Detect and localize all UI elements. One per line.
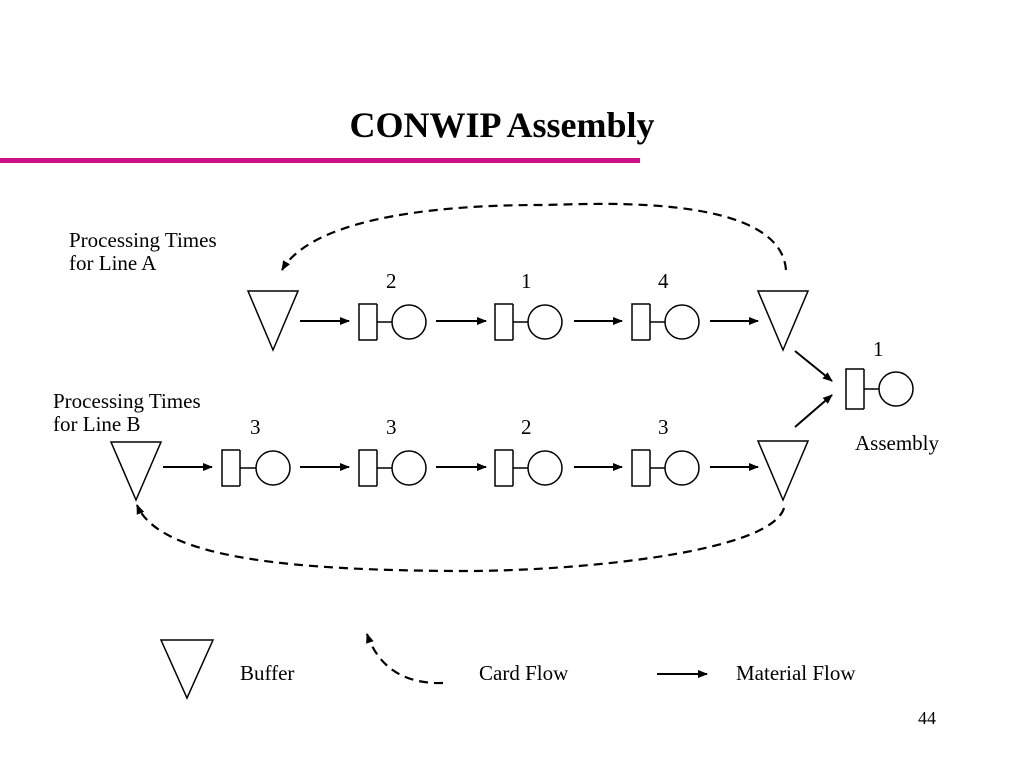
slide-title: CONWIP Assembly: [349, 105, 655, 145]
line-b-output-buffer: [756, 440, 810, 502]
line-a-to-assembly-arrow: [794, 350, 833, 382]
legend-buffer-icon: [159, 639, 215, 700]
line-b-card-flow: [135, 504, 786, 573]
line-a-output-buffer: [756, 290, 810, 352]
line-b-input-buffer: [109, 441, 163, 502]
line-b-time-2: 3: [386, 415, 397, 439]
line-a-time-1: 2: [386, 269, 397, 293]
assembly-station: [845, 368, 914, 410]
assembly-time: 1: [873, 337, 884, 361]
line-a-time-3: 4: [658, 269, 669, 293]
line-a-station-3: [631, 303, 700, 341]
line-b-time-3: 2: [521, 415, 532, 439]
line-b-station-3: [494, 449, 563, 487]
slide-number: 44: [918, 708, 936, 728]
line-b-time-4: 3: [658, 415, 669, 439]
line-a-station-2: [494, 303, 563, 341]
assembly-label: Assembly: [855, 431, 940, 455]
line-a-input-buffer: [246, 290, 300, 352]
line-a-label-line1: Processing Times: [69, 228, 217, 252]
legend-card-flow-icon: [365, 633, 444, 685]
line-b-time-1: 3: [250, 415, 261, 439]
line-a-card-flow: [281, 202, 788, 271]
line-b-label-line2: for Line B: [53, 412, 140, 436]
legend-material-flow-label: Material Flow: [736, 661, 856, 685]
line-b-to-assembly-arrow: [794, 394, 833, 428]
line-b-station-1: [221, 449, 291, 487]
legend-card-flow-label: Card Flow: [479, 661, 569, 685]
title-underline: [0, 158, 640, 163]
line-a-label-line2: for Line A: [69, 251, 157, 275]
line-b-label-line1: Processing Times: [53, 389, 201, 413]
line-a-time-2: 1: [521, 269, 532, 293]
line-b-station-4: [631, 449, 700, 487]
line-a-station-1: [358, 303, 427, 341]
line-b-station-2: [358, 449, 427, 487]
legend-buffer-label: Buffer: [240, 661, 294, 685]
